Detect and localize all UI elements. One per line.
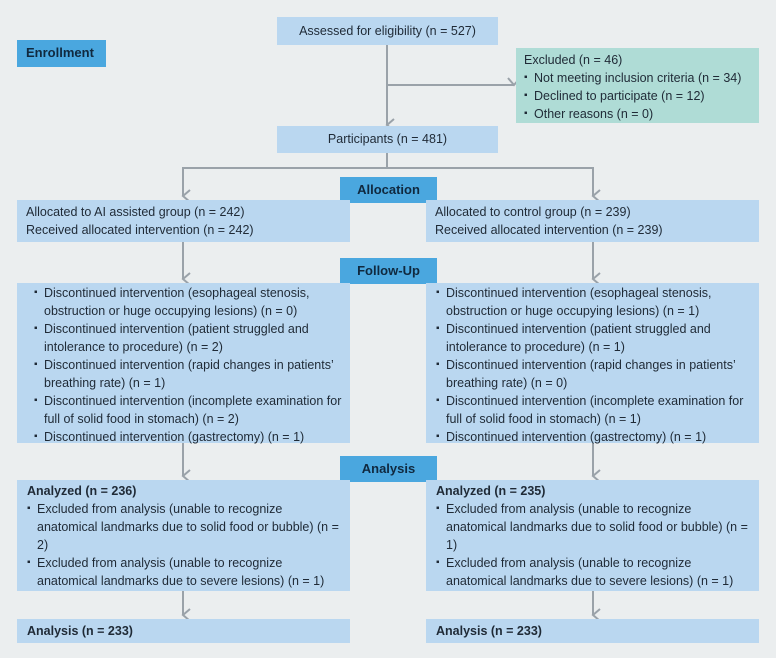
followup-control-item: Discontinued intervention (rapid changes… [436,356,751,392]
stage-label-follow-up: Follow-Up [340,258,437,284]
excluded-item: Other reasons (n = 0) [524,105,753,123]
stage-label-allocation: Allocation [340,177,437,203]
assessed-text: Assessed for eligibility (n = 527) [299,24,476,38]
allocation-ai-line: Received allocated intervention (n = 242… [26,223,254,237]
analyzed-control-item: Excluded from analysis (unable to recogn… [436,500,751,554]
analyzed-ai-box: Analyzed (n = 236) Excluded from analysi… [17,480,350,591]
excluded-item: Declined to participate (n = 12) [524,87,753,105]
followup-control-item: Discontinued intervention (gastrectomy) … [436,428,751,446]
followup-control-item: Discontinued intervention (incomplete ex… [436,392,751,428]
final-analysis-control-box: Analysis (n = 233) [426,619,759,643]
analyzed-control-box: Analyzed (n = 235) Excluded from analysi… [426,480,759,591]
analyzed-control-title: Analyzed (n = 235) [436,484,546,498]
followup-ai-item: Discontinued intervention (incomplete ex… [34,392,342,428]
analyzed-ai-item: Excluded from analysis (unable to recogn… [27,500,342,554]
analyzed-ai-item: Excluded from analysis (unable to recogn… [27,554,342,590]
arrow-participants-to-ai [181,153,388,203]
followup-control-box: Discontinued intervention (esophageal st… [426,283,759,446]
final-analysis-control-text: Analysis (n = 233) [436,624,542,638]
followup-control-item: Discontinued intervention (patient strug… [436,320,751,356]
stage-label-enrollment: Enrollment [17,40,106,67]
allocation-control-box: Allocated to control group (n = 239) Rec… [426,200,759,242]
allocation-control-line: Allocated to control group (n = 239) [435,205,631,219]
allocation-ai-line: Allocated to AI assisted group (n = 242) [26,205,245,219]
allocation-ai-box: Allocated to AI assisted group (n = 242)… [17,200,350,242]
excluded-box: Excluded (n = 46) Not meeting inclusion … [516,48,759,123]
followup-ai-item: Discontinued intervention (patient strug… [34,320,342,356]
excluded-item: Not meeting inclusion criteria (n = 34) [524,69,753,87]
followup-ai-item: Discontinued intervention (esophageal st… [34,284,342,320]
allocation-control-line: Received allocated intervention (n = 239… [435,223,663,237]
assessed-box: Assessed for eligibility (n = 527) [277,17,498,45]
analyzed-control-item: Excluded from analysis (unable to recogn… [436,554,751,590]
analyzed-ai-title: Analyzed (n = 236) [27,484,137,498]
stage-label-analysis: Analysis [340,456,437,482]
arrow-participants-to-control [387,167,601,203]
participants-box: Participants (n = 481) [277,126,498,153]
followup-ai-item: Discontinued intervention (gastrectomy) … [34,428,342,446]
followup-ai-item: Discontinued intervention (rapid changes… [34,356,342,392]
final-analysis-ai-text: Analysis (n = 233) [27,624,133,638]
followup-control-item: Discontinued intervention (esophageal st… [436,284,751,320]
final-analysis-ai-box: Analysis (n = 233) [17,619,350,643]
excluded-title: Excluded (n = 46) [524,53,623,67]
participants-text: Participants (n = 481) [327,132,448,146]
followup-ai-box: Discontinued intervention (esophageal st… [17,283,350,446]
